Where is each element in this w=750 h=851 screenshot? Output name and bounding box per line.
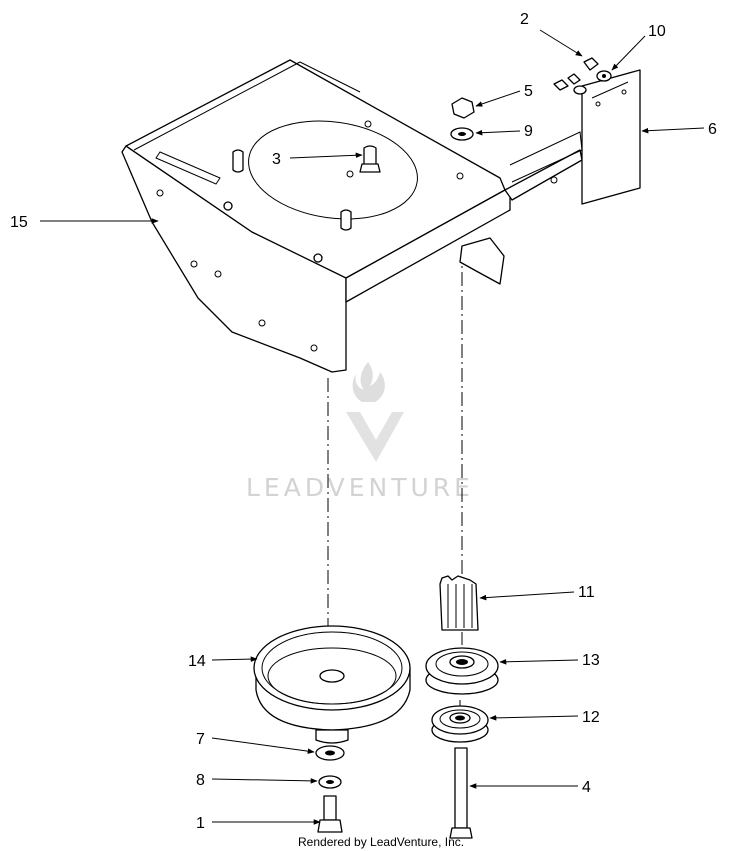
leader-14 <box>211 656 258 662</box>
leader-5 <box>475 90 521 107</box>
flame-logo-icon <box>352 362 385 402</box>
pulley-part-12 <box>431 705 489 743</box>
washer-part-7 <box>315 745 345 761</box>
callout-4: 4 <box>582 779 591 796</box>
leader-10 <box>611 35 646 71</box>
callout-6: 6 <box>708 121 717 138</box>
callout-13: 13 <box>582 652 600 669</box>
bolt-part-1 <box>317 795 343 833</box>
leader-9 <box>475 129 521 136</box>
callout-12: 12 <box>582 709 600 726</box>
leader-11 <box>479 591 575 601</box>
watermark-text: LEADVENTURE <box>246 473 474 502</box>
callout-15: 15 <box>10 214 28 231</box>
callout-8: 8 <box>196 772 205 789</box>
washer-part-8 <box>318 775 342 789</box>
plate-part-6 <box>581 69 641 205</box>
bolt-part-4 <box>449 747 473 839</box>
callout-2: 2 <box>520 11 529 28</box>
leader-12 <box>489 715 579 721</box>
callout-14: 14 <box>188 653 206 670</box>
stud-part-3 <box>359 145 381 173</box>
washer-part-10 <box>573 70 612 95</box>
callout-1: 1 <box>196 815 205 832</box>
bolt-part-2 <box>553 57 599 91</box>
callout-7: 7 <box>196 731 205 748</box>
leader-13 <box>499 659 579 665</box>
washer-part-9 <box>450 127 474 141</box>
leader-8 <box>211 778 318 784</box>
render-credit: Rendered by LeadVenture, Inc. <box>298 835 464 849</box>
spline-part-11 <box>439 575 479 631</box>
callout-10: 10 <box>648 23 666 40</box>
leader-6 <box>641 127 705 134</box>
callout-5: 5 <box>524 83 533 100</box>
leader-7 <box>211 737 315 754</box>
pulley-part-13 <box>425 647 499 695</box>
leader-2 <box>539 29 583 57</box>
mounting-bracket-part-15 <box>121 59 583 373</box>
leader-3 <box>289 152 363 159</box>
callout-11: 11 <box>578 584 595 601</box>
large-pulley-part-14 <box>253 625 411 744</box>
callout-3: 3 <box>272 151 281 168</box>
callout-9: 9 <box>524 123 533 140</box>
leadventure-watermark: LEADVENTURE <box>246 362 474 502</box>
v-logo-icon <box>346 412 404 462</box>
nut-part-5 <box>451 97 475 119</box>
